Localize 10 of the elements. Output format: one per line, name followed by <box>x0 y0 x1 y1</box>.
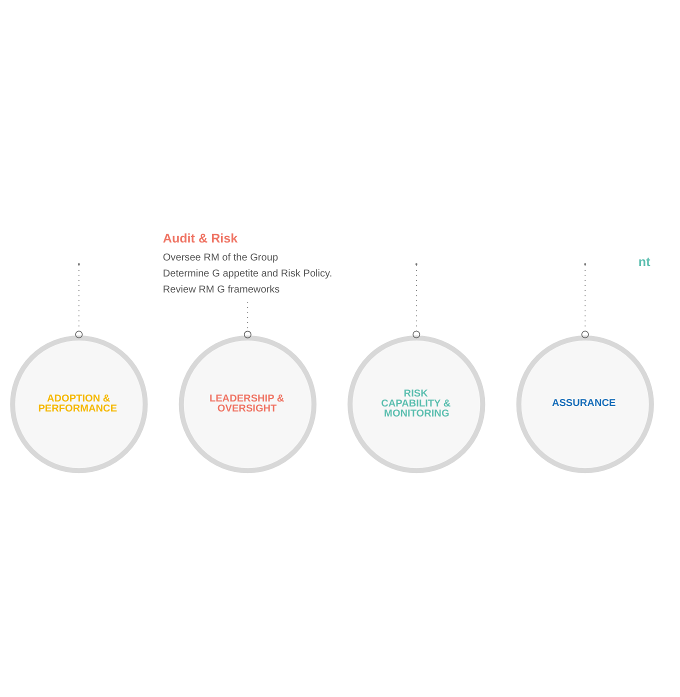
connector <box>78 264 80 332</box>
node-circle: RISK CAPABILITY & MONITORING <box>348 335 486 474</box>
node-circle: ADOPTION & PERFORMANCE <box>10 335 148 474</box>
node-circle: LEADERSHIP & OVERSIGHT <box>178 335 316 474</box>
node-circle: ASSURANCE <box>516 335 654 474</box>
connector <box>584 264 586 332</box>
node-text: Audit & Risk Oversee RM of the Group Determine G appetite and Risk Policy. Review RM G frameworks <box>162 231 332 296</box>
connector <box>244 302 252 338</box>
connector <box>416 264 417 332</box>
label: nt <box>638 255 650 270</box>
